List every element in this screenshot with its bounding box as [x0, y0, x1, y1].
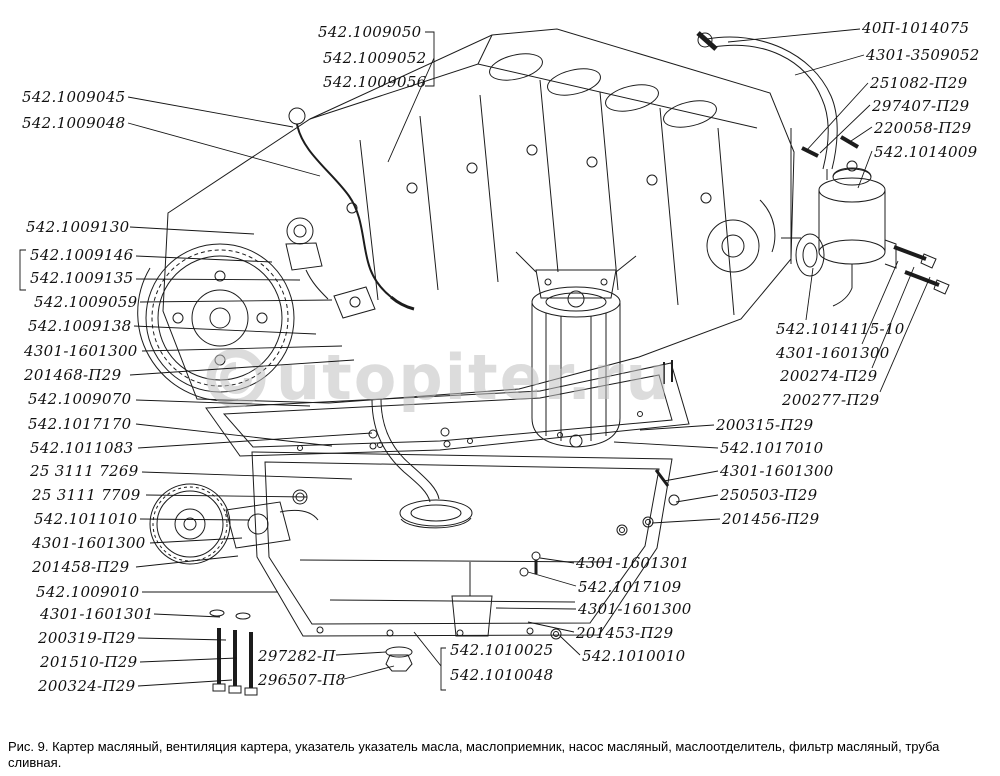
part-label: 542.1009059 [34, 293, 138, 311]
part-label: 201453-П29 [576, 624, 674, 642]
part-label: 4301-1601300 [32, 534, 146, 552]
part-label: 542.1009010 [36, 583, 140, 601]
part-label: 542.1009138 [28, 317, 132, 335]
part-label: 542.1010010 [582, 647, 686, 665]
part-label: 200319-П29 [38, 629, 136, 647]
part-label: 4301-1601300 [720, 462, 834, 480]
part-label: 542.1009050 [318, 23, 422, 41]
part-label: 542.1014115-10 [776, 320, 905, 338]
part-label: 201468-П29 [24, 366, 122, 384]
part-label: 542.1017010 [720, 439, 824, 457]
part-label: 200274-П29 [780, 367, 878, 385]
part-label: 200277-П29 [782, 391, 880, 409]
part-label: 542.1017109 [578, 578, 682, 596]
part-label: 200315-П29 [716, 416, 814, 434]
part-label: 542.1011010 [34, 510, 138, 528]
part-label: 25 3111 7709 [32, 486, 141, 504]
part-label: 4301-1601300 [578, 600, 692, 618]
part-label: 250503-П29 [720, 486, 818, 504]
part-label: 201456-П29 [722, 510, 820, 528]
part-label: 251082-П29 [870, 74, 968, 92]
part-label: 4301-1601300 [776, 344, 890, 362]
part-label: 201510-П29 [40, 653, 138, 671]
part-label: 542.1010025 [450, 641, 554, 659]
part-label: 542.1011083 [30, 439, 134, 457]
part-label: 220058-П29 [874, 119, 972, 137]
part-label: 542.1009052 [323, 49, 427, 67]
part-label: 542.1009056 [323, 73, 427, 91]
part-label: 542.1009135 [30, 269, 134, 287]
part-label: 25 3111 7269 [30, 462, 139, 480]
part-label: 542.1010048 [450, 666, 554, 684]
part-label: 296507-П8 [258, 671, 346, 689]
part-label: 4301-1601301 [40, 605, 154, 623]
part-label: 297282-П [258, 647, 336, 665]
part-label: 200324-П29 [38, 677, 136, 695]
part-label: 4301-3509052 [866, 46, 980, 64]
part-label: 542.1009045 [22, 88, 126, 106]
part-label: 542.1009146 [30, 246, 134, 264]
part-label: 542.1009130 [26, 218, 130, 236]
part-label: 297407-П29 [872, 97, 970, 115]
part-label: 201458-П29 [32, 558, 130, 576]
part-label: 542.1017170 [28, 415, 132, 433]
figure-caption: Рис. 9. Картер масляный, вентиляция карт… [8, 739, 940, 771]
part-label: 4301-1601300 [24, 342, 138, 360]
part-label: 542.1014009 [874, 143, 978, 161]
part-label: 4301-1601301 [576, 554, 690, 572]
part-label: 542.1009070 [28, 390, 132, 408]
part-label: 542.1009048 [22, 114, 126, 132]
part-label: 40П-1014075 [862, 19, 970, 37]
